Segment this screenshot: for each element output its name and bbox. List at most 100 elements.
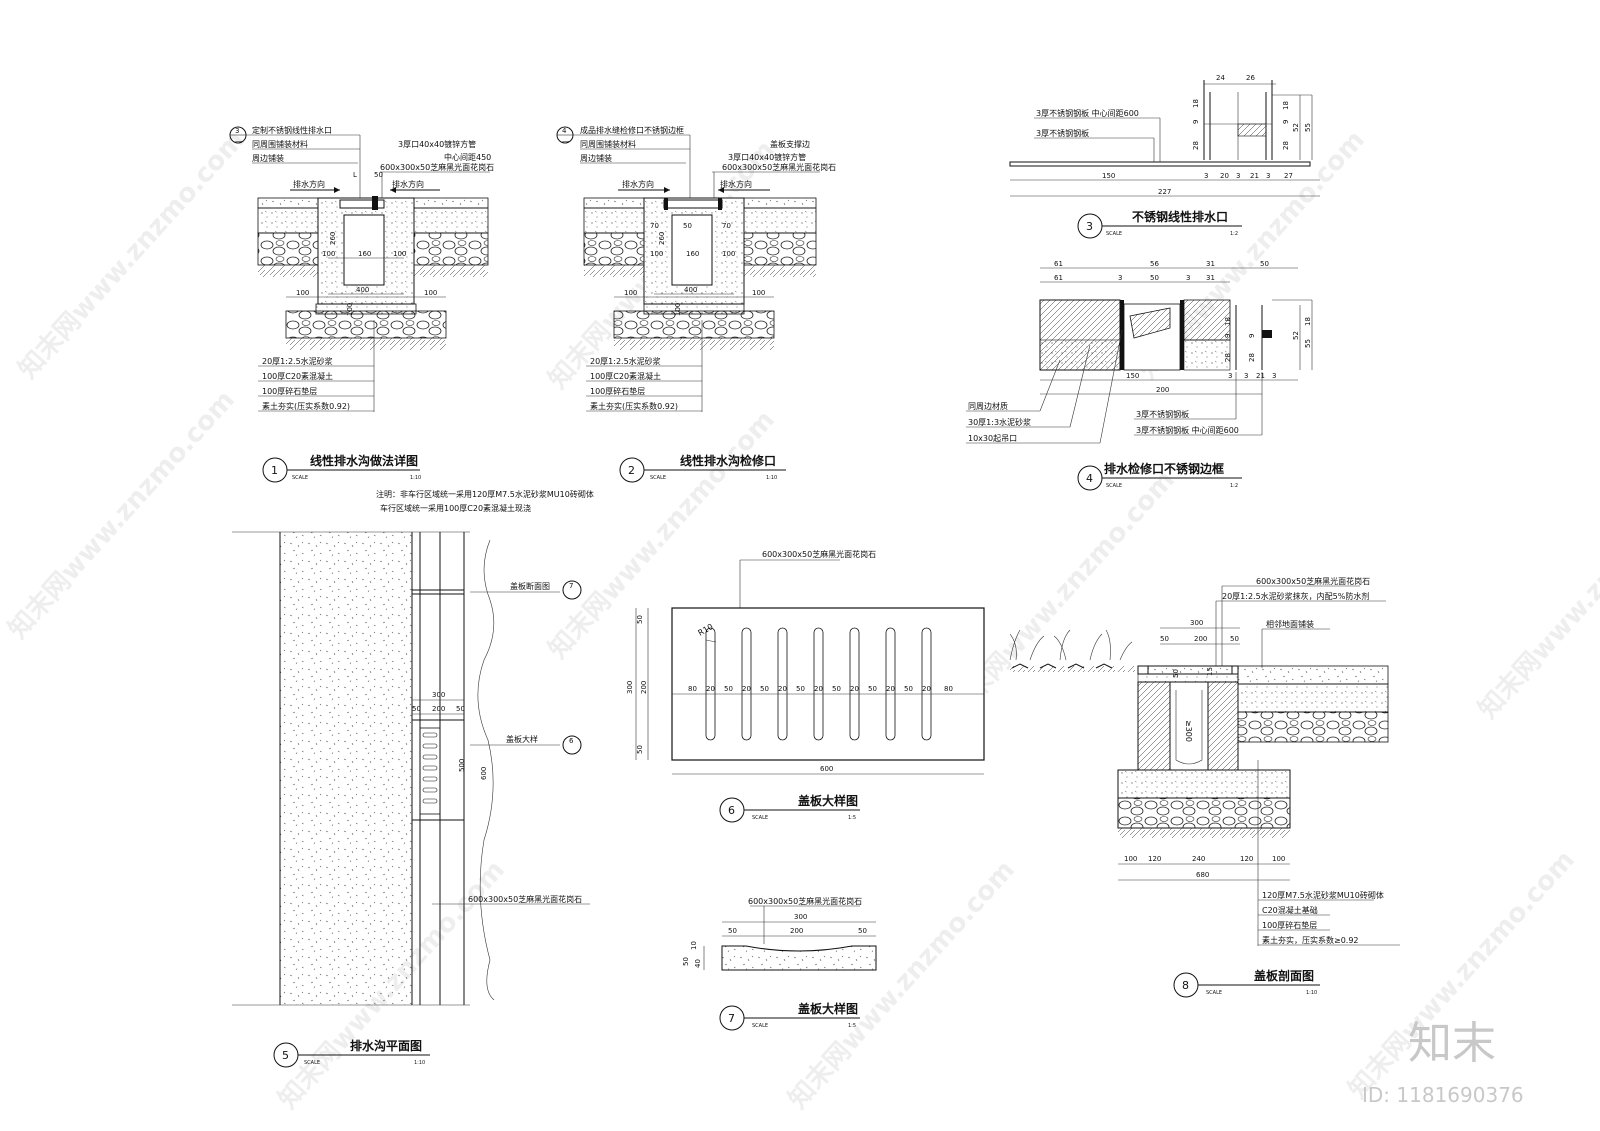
svg-text:7: 7	[569, 582, 573, 590]
svg-text:28: 28	[1192, 141, 1200, 150]
drain-slot	[422, 798, 438, 804]
svg-text:500: 500	[458, 759, 466, 772]
detail-title: 不锈钢线性排水口	[1132, 209, 1228, 224]
svg-text:100: 100	[322, 250, 335, 258]
dimension-label: 20	[742, 685, 751, 693]
image-id: ID: 1181690376	[1362, 1083, 1524, 1107]
svg-text:8: 8	[1182, 979, 1189, 992]
svg-text:100: 100	[346, 303, 354, 316]
svg-text:100: 100	[424, 289, 437, 297]
note: 中心间距450	[444, 152, 491, 162]
svg-text:1:2: 1:2	[1230, 483, 1238, 489]
detail-2-drain-inspection-section: 4 — 成品排水缝检修口不锈钢边框 同周围铺装材料 周边铺装 盖板支撑边 3厚口…	[556, 125, 836, 483]
drain-slot	[422, 743, 438, 749]
svg-text:260: 260	[329, 232, 337, 245]
svg-text:4: 4	[1086, 472, 1093, 485]
svg-text:50: 50	[456, 705, 465, 713]
svg-text:56: 56	[1150, 260, 1159, 268]
grass-plants	[1009, 629, 1133, 669]
reference-label: 盖板大样	[506, 734, 538, 744]
layer-note: 素土夯实，压实系数≥0.92	[1262, 935, 1359, 945]
svg-text:—: —	[235, 137, 242, 145]
note: 同周边材质	[968, 401, 1008, 411]
svg-text:50: 50	[636, 615, 644, 624]
note-line: 注明：非车行区域统一采用120厚M7.5水泥砂浆MU10砖砌体	[376, 489, 594, 499]
svg-text:61: 61	[1054, 274, 1063, 282]
svg-text:1:5: 1:5	[848, 1023, 856, 1029]
svg-text:9: 9	[1248, 334, 1256, 338]
svg-text:28: 28	[1248, 353, 1256, 362]
svg-text:18: 18	[1304, 317, 1312, 326]
svg-text:3: 3	[1266, 172, 1270, 180]
svg-text:50: 50	[682, 957, 690, 966]
svg-text:40: 40	[694, 959, 702, 968]
svg-text:300: 300	[432, 691, 445, 699]
flow-arrow-label: 排水方向	[622, 179, 654, 189]
svg-text:50: 50	[858, 927, 867, 935]
reference-label: 盖板断面图	[510, 581, 550, 591]
dimension-label: 20	[778, 685, 787, 693]
svg-text:1:10: 1:10	[414, 1060, 425, 1066]
detail-7-cover-plate-section: 600x300x50芝麻黑光面花岗石 300 50 200 50 10 50 4…	[682, 896, 877, 1031]
note: 600x300x50芝麻黑光面花岗石	[748, 896, 862, 906]
svg-text:600: 600	[480, 767, 488, 780]
drain-slot	[422, 787, 438, 793]
drain-slot	[921, 627, 932, 741]
general-notes: 注明：非车行区域统一采用120厚M7.5水泥砂浆MU10砖砌体 车行区域统一采用…	[376, 489, 594, 513]
svg-text:200: 200	[432, 705, 445, 713]
layer-note: 100厚C20素混凝土	[262, 371, 333, 381]
svg-text:26: 26	[1246, 74, 1255, 82]
svg-text:SCALE: SCALE	[292, 475, 308, 481]
svg-text:100: 100	[624, 289, 637, 297]
layer-note: 20厚1:2.5水泥砂浆	[262, 356, 333, 366]
note: 600x300x50芝麻黑光面花岗石	[468, 894, 582, 904]
detail-tag: 4	[562, 127, 567, 135]
svg-text:31: 31	[1206, 274, 1215, 282]
dimension-label: 20	[706, 685, 715, 693]
detail-title: 盖板剖面图	[1254, 968, 1314, 983]
drain-slot	[813, 627, 824, 741]
detail-title: 线性排水沟检修口	[680, 453, 776, 468]
svg-text:3: 3	[1272, 372, 1276, 380]
note: 20厚1:2.5水泥砂浆抹灰，内配5%防水剂	[1222, 591, 1369, 601]
detail-1-linear-drain-section: 3 — 定制不锈钢线性排水口 同周围铺装材料 周边铺装 3厚口40x40镀锌方管…	[229, 125, 494, 483]
layer-note: 100厚C20素混凝土	[590, 371, 661, 381]
svg-text:1:10: 1:10	[410, 475, 421, 481]
svg-text:24: 24	[1216, 74, 1225, 82]
svg-text:260: 260	[658, 232, 666, 245]
drain-slot	[422, 765, 438, 771]
note: 相邻地面铺装	[1266, 619, 1314, 629]
note: 30厚1:3水泥砂浆	[968, 417, 1031, 427]
note: 600x300x50芝麻黑光面花岗石	[722, 162, 836, 172]
svg-text:3: 3	[1204, 172, 1208, 180]
svg-text:200: 200	[640, 681, 648, 694]
drain-slot	[849, 627, 860, 741]
svg-text:28: 28	[1224, 353, 1232, 362]
svg-text:≥300: ≥300	[1184, 720, 1193, 742]
note: 同周围铺装材料	[580, 139, 636, 149]
cover-plate-profile	[721, 945, 877, 971]
dimension-label: 20	[814, 685, 823, 693]
svg-text:15: 15	[1206, 667, 1214, 676]
svg-text:120: 120	[1240, 855, 1253, 863]
svg-text:70: 70	[650, 222, 659, 230]
detail-title: 排水检修口不锈钢边框	[1104, 461, 1224, 476]
watermark-text: 知末网www.znzmo.com	[3, 385, 241, 645]
svg-text:27: 27	[1284, 172, 1293, 180]
svg-text:5: 5	[282, 1049, 289, 1062]
layer-note: 120厚M7.5水泥砂浆MU10砖砌体	[1262, 890, 1384, 900]
svg-text:227: 227	[1158, 188, 1171, 196]
svg-text:9: 9	[1224, 334, 1232, 338]
layer-note: 素土夯实(压实系数0.92)	[262, 401, 350, 411]
svg-text:18: 18	[1192, 99, 1200, 108]
svg-text:9: 9	[1192, 120, 1200, 124]
drain-slot	[777, 627, 788, 741]
note: 3厚不锈钢钢板	[1136, 409, 1189, 419]
slot-group	[705, 627, 932, 741]
svg-text:3: 3	[1118, 274, 1122, 282]
svg-text:50: 50	[636, 745, 644, 754]
dimension-label: 20	[850, 685, 859, 693]
svg-text:100: 100	[650, 250, 663, 258]
cover-plate-outline	[671, 607, 985, 761]
